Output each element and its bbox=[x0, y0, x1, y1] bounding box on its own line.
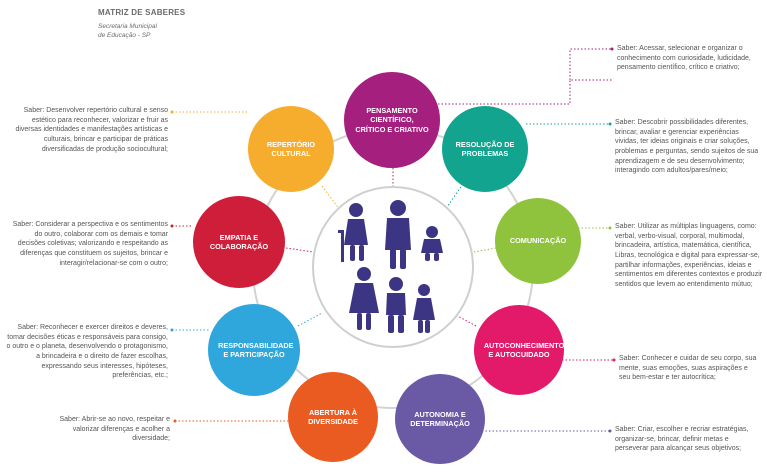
connector-pensamento-b bbox=[569, 48, 612, 80]
header-subtitle-line1: Secretaria Municipal bbox=[98, 23, 157, 30]
node-autoconhecimento: AUTOCONHECIMENTO E AUTOCUIDADO bbox=[474, 305, 564, 395]
connector-dot-repertorio bbox=[170, 110, 174, 114]
text-pensamento: Saber: Acessar, selecionar e organizar o… bbox=[617, 45, 751, 72]
connector-repertorio-center bbox=[321, 185, 341, 211]
node-empatia-label: EMPATIA E COLABORAÇÃO bbox=[209, 232, 269, 251]
node-resolucao-label: RESOLUÇÃO DE PROBLEMAS bbox=[455, 139, 515, 158]
text-responsabilidade: Saber: Reconhecer e exercer direitos e d… bbox=[6, 324, 168, 380]
text-repertorio: Saber: Desenvolver repertório cultural e… bbox=[15, 107, 168, 153]
connector-empatia-center bbox=[285, 247, 314, 253]
connector-dot-resolucao bbox=[608, 122, 612, 126]
node-responsabilidade-label: RESPONSABILIDADE E PARTICIPAÇÃO bbox=[218, 340, 294, 359]
connector-dot-autonomia bbox=[608, 429, 612, 433]
connector-responsabilidade-center bbox=[297, 312, 323, 327]
connector-dot-comunicacao bbox=[608, 226, 612, 230]
text-comunicacao: Saber: Utilizar as múltiplas linguagens,… bbox=[615, 223, 763, 288]
text-resolucao: Saber: Descobrir possibilidades diferent… bbox=[615, 119, 759, 175]
node-autoconhecimento-label: AUTOCONHECIMENTO E AUTOCUIDADO bbox=[483, 340, 565, 359]
family-figures-icon bbox=[338, 200, 443, 333]
node-abertura: ABERTURA À DIVERSIDADE bbox=[288, 372, 378, 462]
text-autonomia: Saber: Criar, escolher e recriar estraté… bbox=[615, 426, 749, 453]
node-empatia: EMPATIA E COLABORAÇÃO bbox=[193, 196, 285, 288]
header-subtitle: Secretaria Municipal de Educação - SP bbox=[98, 22, 188, 41]
node-responsabilidade: RESPONSABILIDADE E PARTICIPAÇÃO bbox=[208, 304, 300, 396]
node-pensamento-label: PENSAMENTO CIENTÍFICO, CRÍTICO E CRIATIV… bbox=[355, 105, 429, 134]
connector-pensamento bbox=[431, 79, 612, 105]
connector-comunicacao-center bbox=[473, 247, 497, 253]
node-repertorio: REPERTÓRIO CULTURAL bbox=[248, 106, 334, 192]
connector-dot-empatia bbox=[170, 224, 174, 228]
header-title: MATRIZ DE SABERES bbox=[98, 8, 186, 17]
node-comunicacao-label: COMUNICAÇÃO bbox=[509, 236, 567, 246]
center-circle bbox=[312, 186, 474, 348]
text-empatia: Saber: Considerar a perspectiva e os sen… bbox=[12, 221, 168, 267]
node-resolucao: RESOLUÇÃO DE PROBLEMAS bbox=[442, 106, 528, 192]
node-abertura-label: ABERTURA À DIVERSIDADE bbox=[308, 407, 358, 426]
connector-dot-abertura bbox=[173, 419, 177, 423]
node-autonomia-label: AUTONOMIA E DETERMINAÇÃO bbox=[410, 409, 470, 428]
text-autoconhecimento: Saber: Conhecer e cuidar de seu corpo, s… bbox=[619, 355, 757, 382]
text-abertura: Saber: Abrir-se ao novo, respeitar e val… bbox=[59, 416, 170, 443]
connector-autoconhecimento-center bbox=[453, 313, 477, 327]
connector-dot-pensamento bbox=[610, 47, 614, 51]
node-pensamento: PENSAMENTO CIENTÍFICO, CRÍTICO E CRIATIV… bbox=[344, 72, 440, 168]
node-comunicacao: COMUNICAÇÃO bbox=[495, 198, 581, 284]
connector-dot-responsabilidade bbox=[170, 328, 174, 332]
header-subtitle-line2: de Educação - SP bbox=[98, 32, 151, 40]
node-autonomia: AUTONOMIA E DETERMINAÇÃO bbox=[395, 374, 485, 464]
connector-dot-autoconhecimento bbox=[612, 358, 616, 362]
node-repertorio-label: REPERTÓRIO CULTURAL bbox=[266, 139, 316, 158]
